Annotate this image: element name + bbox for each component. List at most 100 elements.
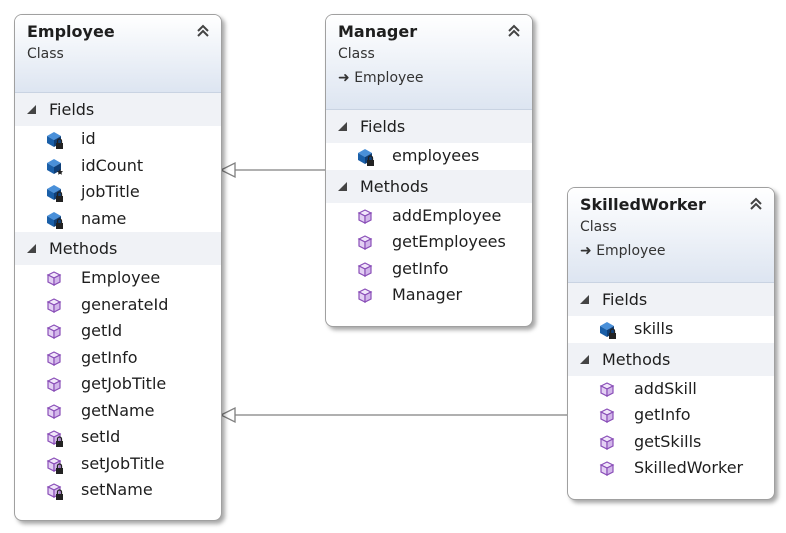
field-row[interactable]: id (15, 126, 221, 153)
method-icon (598, 433, 618, 453)
method-icon (356, 233, 376, 253)
double-chevron-up-icon[interactable] (748, 196, 764, 212)
field-row[interactable]: jobTitle (15, 179, 221, 206)
double-chevron-up-icon[interactable] (195, 23, 211, 39)
method-name: Employee (81, 268, 161, 287)
method-row[interactable]: Employee (15, 265, 221, 292)
field-row[interactable]: skills (568, 316, 774, 343)
method-name: getInfo (634, 405, 691, 424)
manager-inheritance-arrowhead (219, 161, 236, 179)
methods-section-header[interactable]: Methods (15, 232, 221, 265)
method-name: setJobTitle (81, 453, 165, 473)
fields-section-header[interactable]: Fields (568, 283, 774, 316)
section-label: Methods (360, 176, 429, 196)
method-row[interactable]: SkilledWorker (568, 455, 774, 482)
method-icon (45, 428, 65, 448)
triangle-expanded-icon[interactable] (338, 122, 347, 131)
fields-section-header[interactable]: Fields (326, 110, 532, 143)
method-name: addSkill (634, 378, 697, 398)
method-name: addEmployee (392, 205, 502, 225)
method-name: generateId (81, 294, 169, 314)
manager-class-box[interactable]: Manager Class ➜ Employee Fields employee… (325, 14, 533, 327)
method-row[interactable]: generateId (15, 292, 221, 319)
class-name: SkilledWorker (580, 195, 706, 214)
method-row[interactable]: addSkill (568, 376, 774, 403)
triangle-expanded-icon[interactable] (338, 181, 347, 191)
method-row[interactable]: setName (15, 477, 221, 504)
method-row[interactable]: Manager (326, 282, 532, 309)
method-row[interactable]: getInfo (15, 345, 221, 372)
section-label: Fields (602, 290, 648, 309)
method-icon (45, 481, 65, 501)
field-name: jobTitle (81, 182, 140, 201)
method-row[interactable]: addEmployee (326, 203, 532, 230)
field-name: employees (392, 146, 480, 165)
method-name: getSkills (634, 431, 702, 451)
method-icon (45, 349, 65, 369)
base-class-label: ➜ Employee (338, 70, 424, 86)
method-row[interactable]: setId (15, 424, 221, 451)
method-row[interactable]: getInfo (568, 402, 774, 429)
method-icon (356, 286, 376, 306)
fields-section-header[interactable]: Fields (15, 93, 221, 126)
method-row[interactable]: getName (15, 398, 221, 425)
method-name: getName (81, 400, 155, 420)
employee-class-header[interactable]: Employee Class (15, 15, 221, 93)
section-label: Fields (360, 117, 406, 136)
method-icon (356, 207, 376, 227)
method-row[interactable]: getId (15, 318, 221, 345)
base-class-name: Employee (596, 243, 666, 259)
method-row[interactable]: setJobTitle (15, 451, 221, 478)
field-icon (45, 210, 65, 230)
double-chevron-up-icon[interactable] (506, 23, 522, 39)
field-row[interactable]: name (15, 206, 221, 233)
method-row[interactable]: getEmployees (326, 229, 532, 256)
method-name: getEmployees (392, 232, 506, 251)
triangle-expanded-icon[interactable] (580, 295, 589, 304)
methods-section-header[interactable]: Methods (568, 342, 774, 376)
inheritance-arrow-icon: ➜ (338, 70, 355, 86)
class-stereotype: Class (580, 219, 617, 235)
method-row[interactable]: getJobTitle (15, 371, 221, 398)
triangle-expanded-icon[interactable] (27, 105, 36, 114)
manager-class-header[interactable]: Manager Class ➜ Employee (326, 15, 532, 110)
method-name: getInfo (392, 258, 449, 278)
method-row[interactable]: getSkills (568, 429, 774, 456)
method-name: setId (81, 427, 121, 446)
method-name: Manager (392, 285, 463, 304)
method-row[interactable]: getInfo (326, 256, 532, 283)
method-name: getInfo (81, 347, 138, 367)
method-icon (45, 322, 65, 342)
skilledworker-fields-list: skills (568, 316, 774, 343)
base-class-name: Employee (354, 70, 424, 86)
section-label: Methods (602, 349, 671, 369)
class-name: Employee (27, 22, 115, 41)
field-name: idCount (81, 155, 144, 175)
method-name: SkilledWorker (634, 458, 744, 477)
triangle-expanded-icon[interactable] (580, 354, 589, 364)
method-icon (45, 375, 65, 395)
class-stereotype: Class (27, 46, 64, 62)
section-label: Fields (49, 100, 95, 119)
skilledworker-class-box[interactable]: SkilledWorker Class ➜ Employee Fields sk… (567, 187, 775, 500)
field-icon (45, 130, 65, 150)
method-icon (45, 455, 65, 475)
manager-fields-list: employees (326, 143, 532, 170)
method-icon (45, 296, 65, 316)
method-icon (598, 459, 618, 479)
method-icon (45, 402, 65, 422)
skilledworker-inheritance-arrowhead (219, 406, 236, 424)
triangle-expanded-icon[interactable] (27, 244, 36, 253)
skilledworker-class-header[interactable]: SkilledWorker Class ➜ Employee (568, 188, 774, 283)
method-icon (598, 406, 618, 426)
class-stereotype: Class (338, 46, 375, 62)
methods-section-header[interactable]: Methods (326, 169, 532, 203)
field-row[interactable]: employees (326, 143, 532, 170)
field-row[interactable]: idCount (15, 153, 221, 180)
